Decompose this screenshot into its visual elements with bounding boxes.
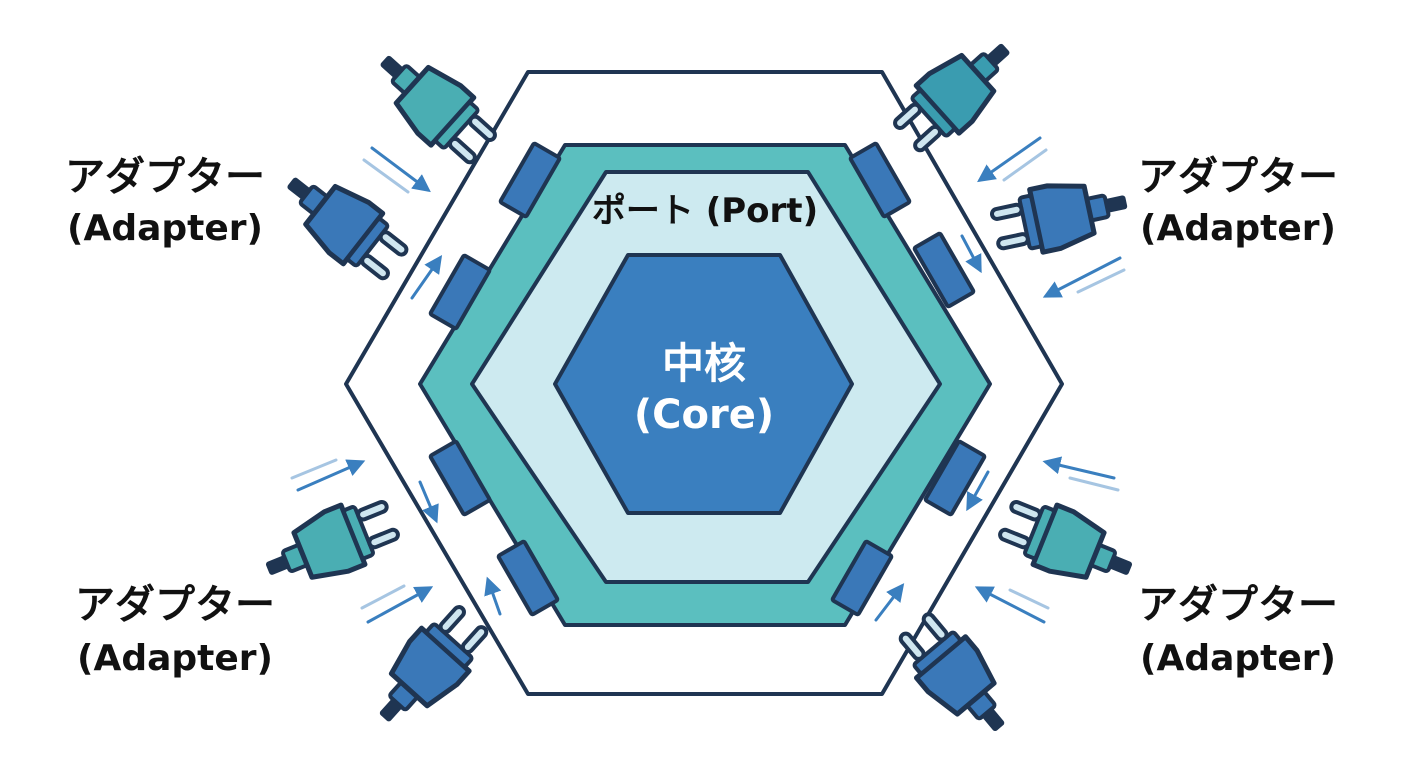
port-label: ポート (Port) <box>592 191 818 231</box>
port-connectors <box>428 141 987 617</box>
core-hexagon <box>553 253 854 515</box>
flow-arrow <box>366 586 434 624</box>
flow-arrow <box>974 586 1046 624</box>
adapter-subtitle: (Adapter) <box>1140 638 1336 679</box>
flow-arrow <box>966 470 990 512</box>
port-connector <box>496 539 560 617</box>
plug-icon <box>256 489 404 599</box>
port-connector <box>830 539 894 617</box>
port-connector <box>848 141 912 219</box>
adapter-title: アダプター <box>1138 154 1338 200</box>
port-connector <box>428 439 492 517</box>
adapter-label-top-left: アダプター (Adapter) <box>65 154 265 249</box>
port-connector <box>428 253 492 331</box>
plug-icon <box>271 157 416 290</box>
flow-arrow <box>296 459 366 492</box>
flow-arrow <box>1042 456 1116 480</box>
flow-arrow <box>410 255 443 300</box>
plug-icon <box>885 24 1027 161</box>
flow-arrow <box>418 480 439 524</box>
plug-icon <box>363 36 505 173</box>
adapter-title: アダプター <box>75 582 275 628</box>
flow-arrow <box>370 146 431 193</box>
plug-icon <box>360 597 497 739</box>
flow-arrow <box>1042 256 1122 298</box>
adapter-subtitle: (Adapter) <box>67 208 263 249</box>
flow-arrow <box>960 234 982 274</box>
flow-arrows <box>290 136 1126 624</box>
plug-icon <box>889 605 1024 749</box>
adapter-label-top-right: アダプター (Adapter) <box>1138 154 1338 249</box>
port-connector <box>923 439 987 517</box>
adapter-boundary-hexagon <box>344 70 1064 696</box>
adapter-title: アダプター <box>1138 582 1338 628</box>
adapter-subtitle: (Adapter) <box>77 638 273 679</box>
flow-arrow <box>977 136 1042 183</box>
flow-arrow <box>874 583 905 622</box>
plug-icon <box>994 489 1142 599</box>
adapter-title: アダプター <box>65 154 265 200</box>
port-connector <box>912 231 976 309</box>
adapter-label-bottom-right: アダプター (Adapter) <box>1138 582 1338 679</box>
core-subtitle: (Core) <box>634 392 774 438</box>
plug-icon <box>989 170 1133 260</box>
flow-arrow <box>484 576 502 616</box>
adapter-label-bottom-left: アダプター (Adapter) <box>75 582 275 679</box>
adapter-subtitle: (Adapter) <box>1140 208 1336 249</box>
core-title: 中核 <box>662 339 746 388</box>
port-connector <box>498 141 562 219</box>
